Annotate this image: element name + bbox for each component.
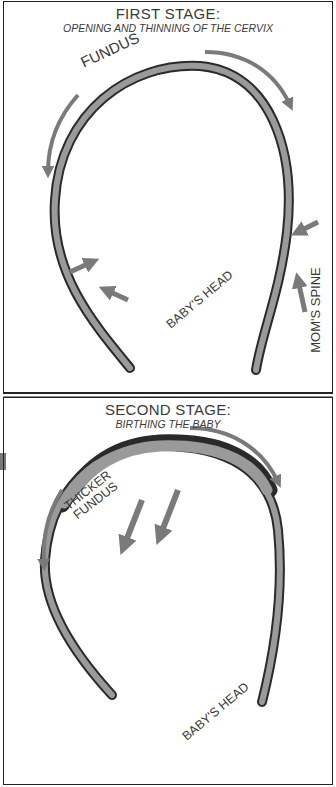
contraction-arrow — [205, 52, 290, 105]
stage-title: FIRST STAGE: — [4, 5, 332, 22]
pressure-arrow — [106, 290, 128, 300]
part-label: BABY'S HEAD — [164, 269, 235, 332]
stage-subtitle: BIRTHING THE BABY — [4, 418, 332, 431]
contraction-arrow — [44, 490, 62, 565]
pressure-arrow — [298, 222, 318, 232]
part-label: BABY'S HEAD — [180, 681, 251, 744]
push-arrow — [124, 500, 142, 546]
uterus-wall — [55, 66, 289, 370]
contraction-arrow — [190, 428, 278, 482]
stage-panel: FIRST STAGE:OPENING AND THINNING OF THE … — [3, 1, 333, 393]
part-label: FUNDUS — [78, 30, 141, 71]
stage-panel: SECOND STAGE:BIRTHING THE BABY — [3, 397, 333, 785]
pressure-arrow — [70, 262, 92, 272]
contraction-arrow — [48, 95, 78, 172]
uterus-wall-outline — [55, 66, 289, 370]
pressure-arrow — [298, 280, 305, 312]
uterus-wall — [45, 446, 280, 702]
part-label: MOM'S SPINE — [309, 267, 323, 353]
stage-subtitle: OPENING AND THINNING OF THE CERVIX — [4, 22, 332, 35]
uterus-wall-outline — [45, 446, 280, 702]
divider-line — [3, 393, 333, 394]
stage-title: SECOND STAGE: — [4, 401, 332, 418]
push-arrow — [160, 490, 178, 536]
